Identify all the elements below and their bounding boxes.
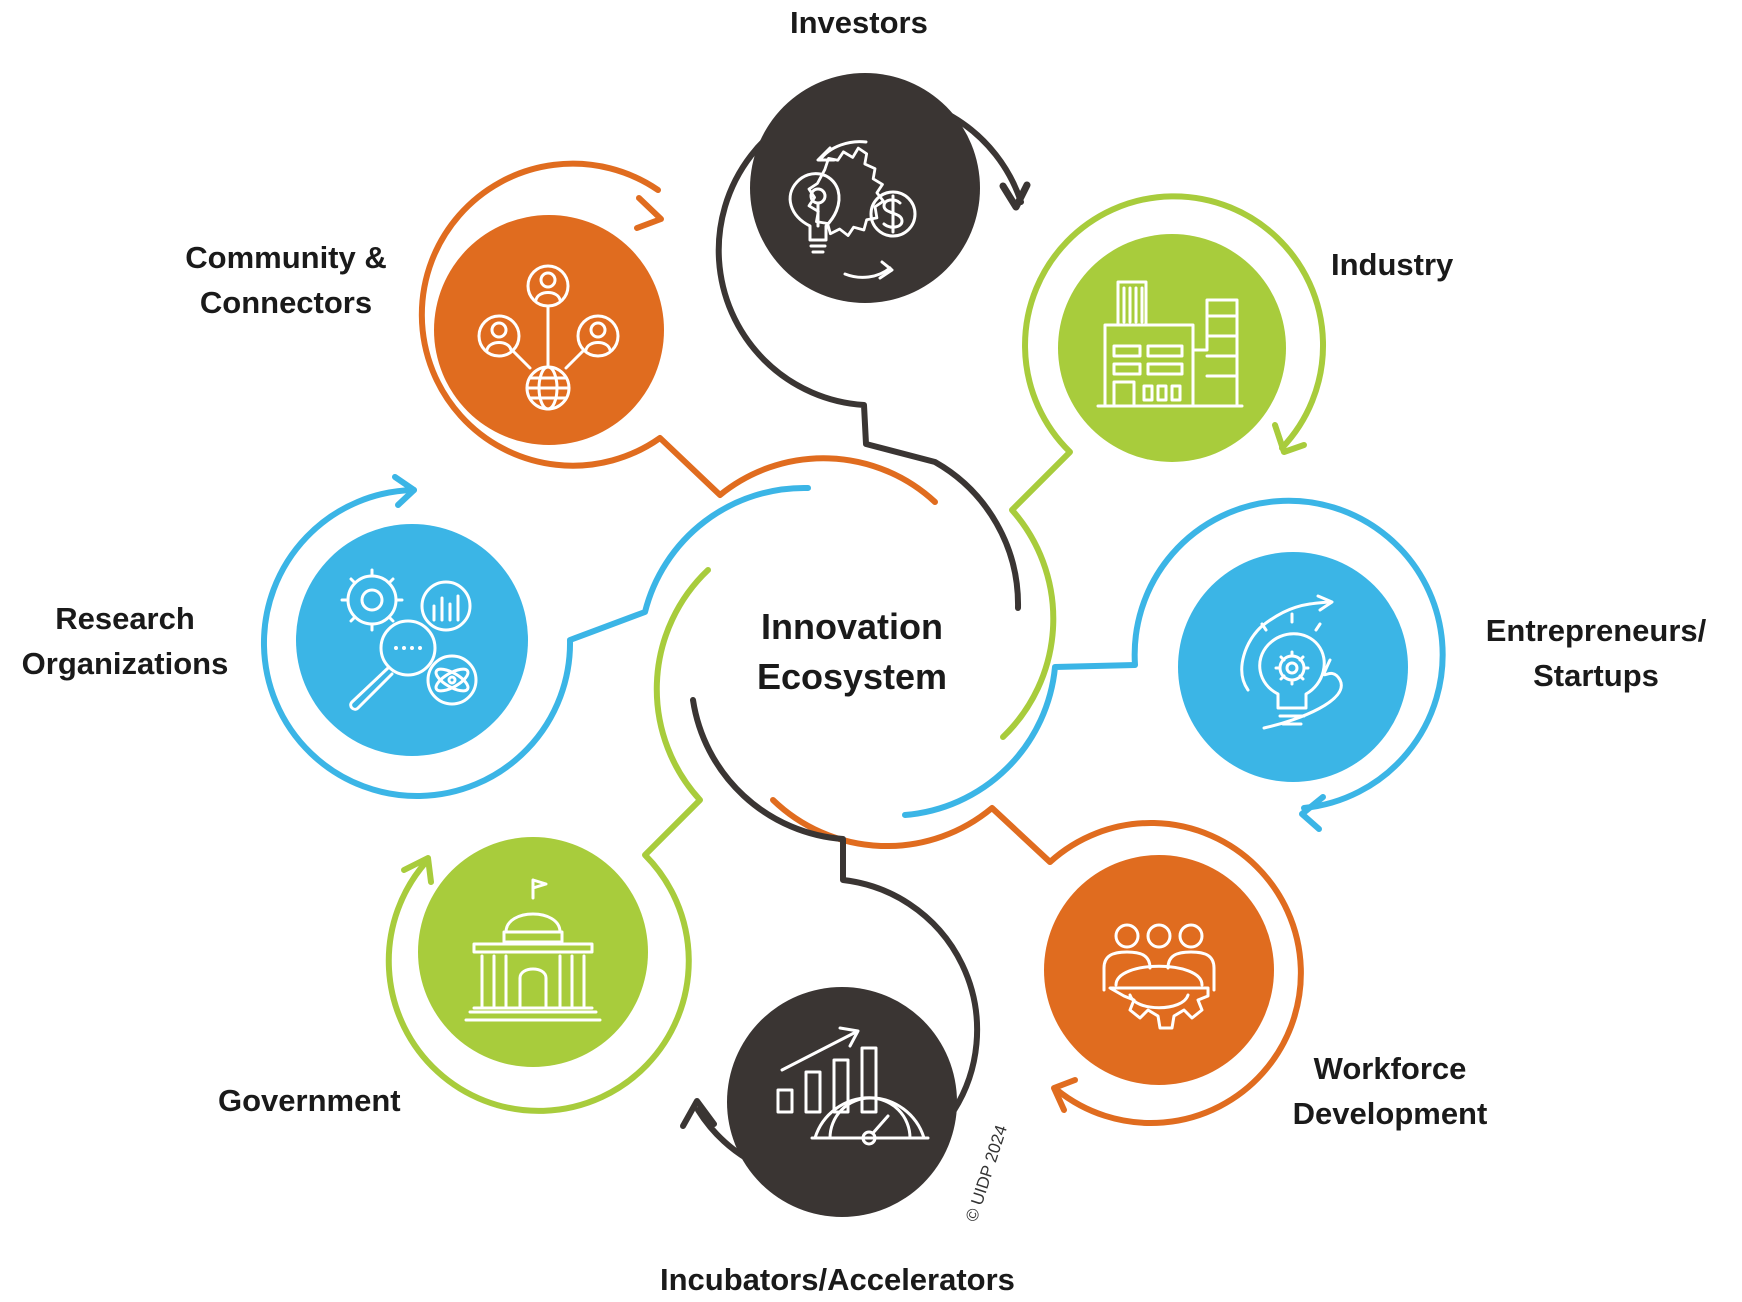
workforce-label-line1: Workforce — [1313, 1051, 1467, 1086]
workforce-label: Workforce Development — [1270, 1046, 1510, 1136]
government-label: Government — [218, 1083, 401, 1118]
research-connector — [261, 484, 811, 799]
research-arrowhead — [392, 474, 417, 508]
community-label: Community & Connectors — [170, 235, 402, 325]
lightbulb-dollar-gear-cycle-icon — [788, 140, 917, 280]
industry-arrowhead — [1272, 422, 1307, 455]
team-gear-icon — [1102, 923, 1216, 1030]
lightbulb-gear-path-icon — [1240, 594, 1343, 730]
research-label-line2: Organizations — [21, 646, 229, 681]
entrepreneurs-label-line2: Startups — [1533, 658, 1659, 693]
factory-icon — [1096, 280, 1244, 408]
entrepreneurs-label-line1: Entrepreneurs/ — [1485, 613, 1707, 648]
community-label-line2: Connectors — [199, 285, 373, 320]
workforce-connector — [770, 797, 1304, 1127]
investors-circle — [750, 73, 980, 303]
entrepreneurs-circle — [1178, 552, 1408, 782]
center-title-line1: Innovation — [761, 606, 943, 647]
investors-label: Investors — [790, 5, 928, 40]
research-circle — [296, 524, 528, 756]
entrepreneurs-connector — [902, 497, 1446, 818]
research-label: Research Organizations — [8, 596, 242, 686]
incubators-arrowhead — [680, 1098, 717, 1129]
government-arrowhead — [401, 855, 434, 885]
growth-chart-gauge-icon — [776, 1026, 930, 1146]
workforce-circle — [1044, 855, 1274, 1085]
community-arrowhead — [634, 195, 664, 231]
entrepreneurs-label: Entrepreneurs/ Startups — [1471, 608, 1721, 698]
entrepreneurs-arrowhead — [1299, 794, 1326, 832]
capitol-building-icon — [464, 878, 602, 1022]
research-analysis-icon — [340, 568, 478, 711]
community-connector — [418, 160, 938, 505]
industry-circle — [1058, 234, 1286, 462]
workforce-arrowhead — [1051, 1077, 1078, 1113]
research-label-line1: Research — [55, 601, 195, 636]
center-title: Innovation Ecosystem — [741, 602, 963, 702]
industry-connector — [1000, 193, 1327, 740]
center-title-line2: Ecosystem — [756, 656, 948, 697]
investors-arrowhead — [999, 181, 1031, 211]
incubators-label: Incubators/Accelerators — [660, 1262, 1015, 1297]
community-label-line1: Community & — [185, 240, 387, 275]
industry-label: Industry — [1331, 247, 1454, 282]
government-connector — [385, 567, 711, 1114]
workforce-label-line2: Development — [1292, 1096, 1488, 1131]
incubators-circle — [727, 987, 957, 1217]
people-network-icon — [477, 264, 620, 411]
